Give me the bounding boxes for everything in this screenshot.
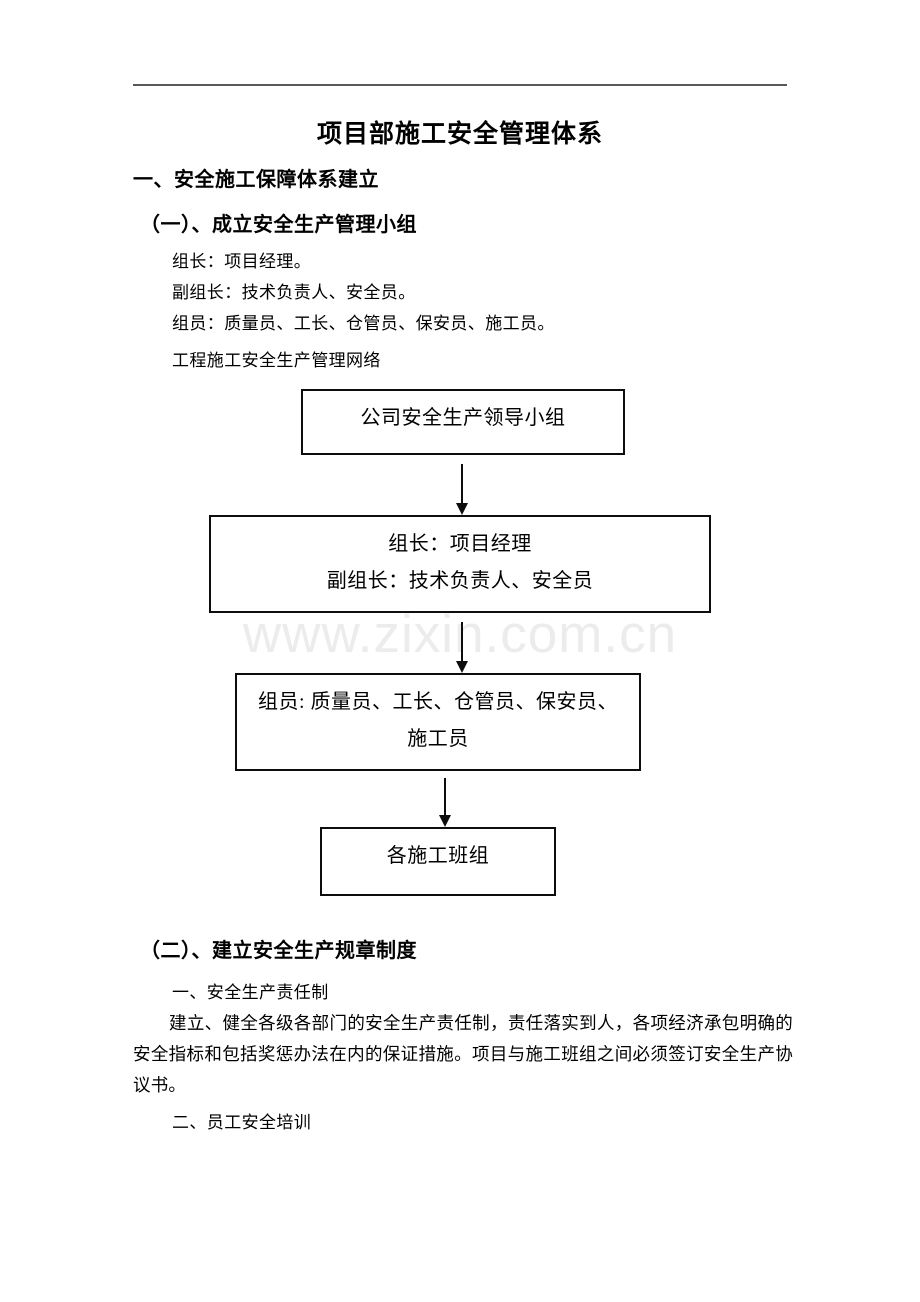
page-title: 项目部施工安全管理体系	[316, 120, 603, 148]
flow-node-leader-and-deputy: 组长：项目经理 副组长：技术负责人、安全员	[209, 515, 711, 613]
flow-node-text: 组长：项目经理	[388, 533, 532, 555]
subsection-item-1: 一、安全生产责任制	[172, 983, 329, 1002]
subsection-item-2: 二、员工安全培训	[172, 1113, 312, 1132]
watermark-text: www.zixin.com.cn	[242, 605, 678, 664]
body-line-network-caption: 工程施工安全生产管理网络	[172, 351, 381, 370]
header-rule	[133, 84, 787, 86]
heading-section-b: （二）、建立安全生产规章制度	[140, 940, 417, 962]
flow-node-members: 组员: 质量员、工长、仓管员、保安员、施工员	[235, 673, 641, 771]
heading-level-1: 一、安全施工保障体系建立	[133, 169, 379, 191]
flow-node-company-leadership-group: 公司安全生产领导小组	[301, 389, 625, 455]
flow-arrow-3	[439, 778, 451, 827]
flow-node-text: 各施工班组	[386, 845, 490, 867]
flow-node-work-teams: 各施工班组	[320, 827, 556, 896]
body-line-members: 组员：质量员、工长、仓管员、保安员、施工员。	[172, 314, 555, 333]
flow-node-text: 副组长：技术负责人、安全员	[326, 570, 594, 592]
heading-section-a: （一）、成立安全生产管理小组	[140, 214, 417, 236]
body-line-deputy-leader: 副组长：技术负责人、安全员。	[172, 283, 416, 302]
body-line-leader: 组长：项目经理。	[172, 252, 312, 271]
flow-arrow-1	[456, 464, 468, 515]
flow-node-text: 组员: 质量员、工长、仓管员、保安员、施工员	[257, 691, 619, 750]
body-paragraph-responsibility: 建立、健全各级各部门的安全生产责任制，责任落实到人，各项经济承包明确的安全指标和…	[133, 1013, 793, 1095]
flow-node-text: 公司安全生产领导小组	[360, 407, 566, 429]
flow-arrow-2	[456, 622, 468, 673]
